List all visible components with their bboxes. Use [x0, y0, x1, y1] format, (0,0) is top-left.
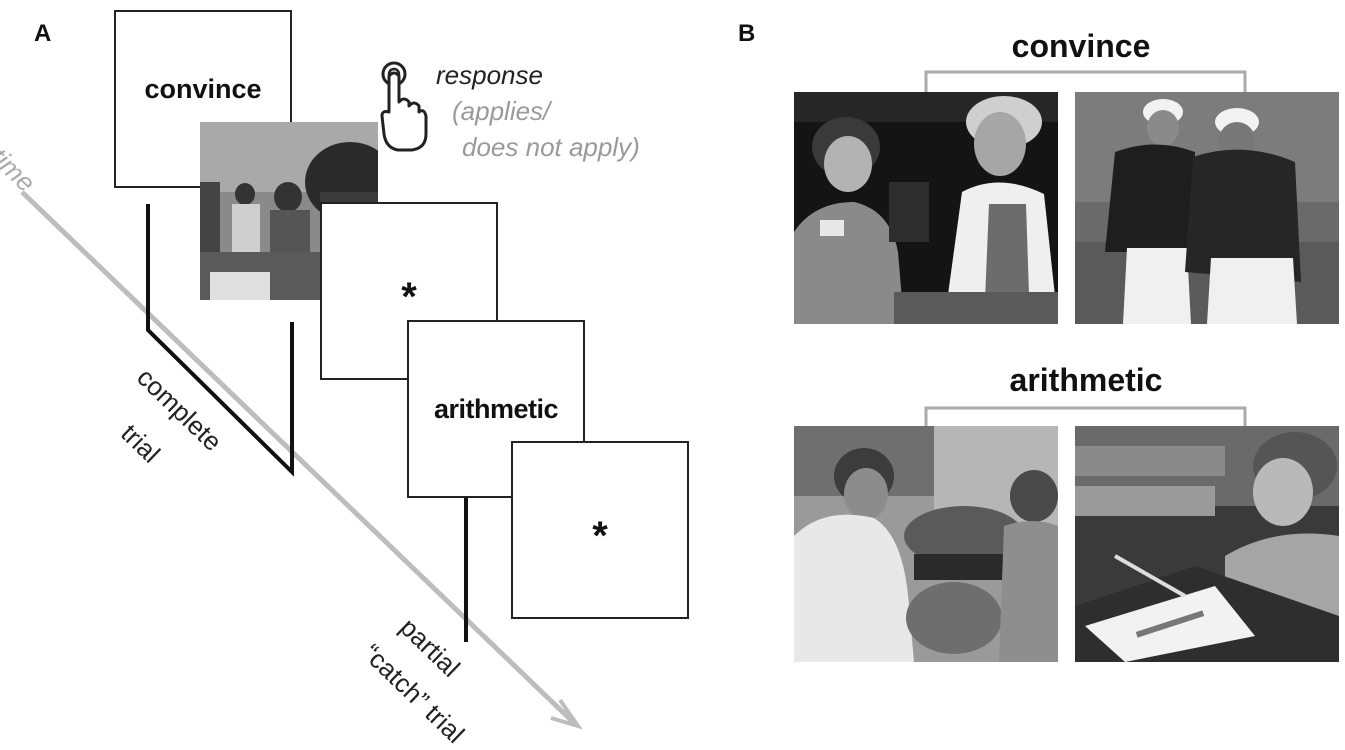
pointing-hand-icon — [380, 61, 428, 152]
frame-word-convince-text: convince — [144, 74, 262, 104]
photo-convince-2-scene — [1075, 92, 1339, 324]
fixation-star-2: * — [592, 514, 608, 558]
panel-b-label: B — [738, 20, 756, 47]
photo-arithmetic-2 — [1075, 426, 1339, 662]
photo-arithmetic-1 — [794, 426, 1058, 662]
fixation-star-1: * — [401, 275, 417, 319]
panel-a-label: A — [34, 20, 52, 47]
response-option-line1: (applies/ — [452, 96, 551, 126]
frame-fixation-2: * — [511, 441, 689, 619]
frame-word-arithmetic-text: arithmetic — [433, 393, 559, 424]
photo-convince-2 — [1075, 92, 1339, 324]
caption-convince: convince — [1011, 28, 1151, 64]
complete-trial-bracket — [146, 204, 294, 477]
time-arrow-line — [20, 190, 575, 724]
response-label: response — [436, 60, 543, 90]
photo-convince-1 — [794, 92, 1058, 324]
bracket-arithmetic — [924, 406, 1247, 438]
time-arrow-head — [550, 698, 583, 730]
response-option-line2: does not apply) — [462, 132, 640, 162]
photo-arithmetic-2-scene — [1075, 426, 1339, 662]
bracket-convince — [924, 70, 1247, 102]
photo-convince-1-scene — [794, 92, 1058, 324]
caption-arithmetic: arithmetic — [1009, 362, 1163, 398]
photo-arithmetic-1-scene — [794, 426, 1058, 662]
